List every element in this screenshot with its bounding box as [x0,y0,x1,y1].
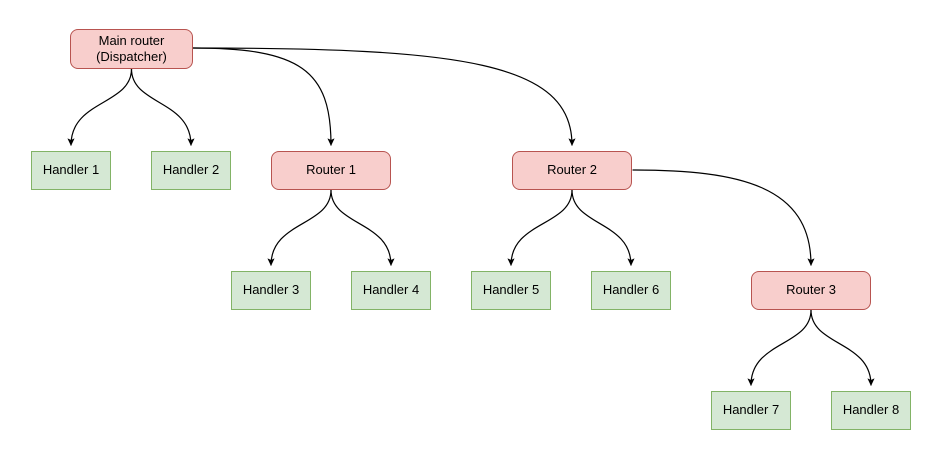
node-h1-label: Handler 1 [42,162,100,178]
node-h4[interactable]: Handler 4 [351,271,431,310]
node-h8[interactable]: Handler 8 [831,391,911,430]
edge-router1-to-h3 [267,189,332,266]
edge-main-to-router1 [192,47,335,146]
node-h2-label: Handler 2 [162,162,220,178]
node-h8-label: Handler 8 [842,402,900,418]
node-h5-label: Handler 5 [482,282,540,298]
edge-main-to-router2 [192,47,576,146]
node-router1-label: Router 1 [306,162,356,178]
node-h3-label: Handler 3 [242,282,300,298]
node-h6-label: Handler 6 [602,282,660,298]
node-main-label: Main router (Dispatcher) [96,32,167,64]
node-router3-label: Router 3 [786,282,836,298]
node-h2[interactable]: Handler 2 [151,151,231,190]
node-h3[interactable]: Handler 3 [231,271,311,310]
edge-router2-to-router3 [632,169,815,266]
node-router2[interactable]: Router 2 [512,151,632,190]
node-h5[interactable]: Handler 5 [471,271,551,310]
edge-router2-to-h5 [507,189,573,266]
edge-main-to-h2 [130,68,195,146]
node-h6[interactable]: Handler 6 [591,271,671,310]
node-h4-label: Handler 4 [362,282,420,298]
edge-router1-to-h4 [330,189,395,266]
node-main[interactable]: Main router (Dispatcher) [70,29,193,69]
edge-router2-to-h6 [571,189,635,266]
node-router3[interactable]: Router 3 [751,271,871,310]
edge-main-to-h1 [67,68,133,146]
node-router2-label: Router 2 [547,162,597,178]
node-router1[interactable]: Router 1 [271,151,391,190]
edges-group [67,47,875,386]
edge-router3-to-h7 [747,309,812,386]
node-h7[interactable]: Handler 7 [711,391,791,430]
edge-router3-to-h8 [810,309,875,386]
node-h1[interactable]: Handler 1 [31,151,111,190]
node-h7-label: Handler 7 [722,402,780,418]
